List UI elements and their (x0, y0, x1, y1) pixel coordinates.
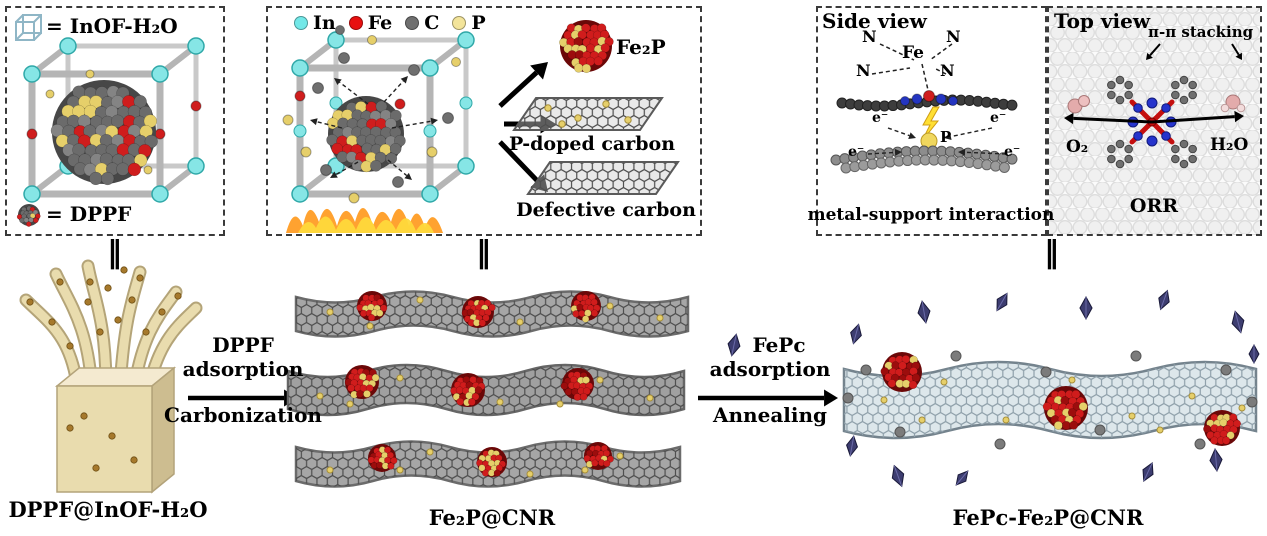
p-doped-carbon-label: P-doped carbon (508, 133, 676, 155)
legend-item-fe: Fe (348, 12, 393, 34)
legend-item-in: In (294, 12, 336, 34)
defective-carbon-label: Defective carbon (516, 199, 696, 221)
metal-support-interaction-label: metal-support interaction (807, 205, 1055, 225)
fepc-crystal (917, 300, 931, 324)
fepc-crystal (1158, 289, 1170, 311)
fepc-crystal (955, 470, 969, 486)
electron-label-1: e⁻ (872, 110, 889, 126)
fe2p-product-particle (559, 20, 614, 74)
fepc-crystal (1248, 343, 1260, 365)
fepc-crystal (850, 323, 862, 345)
electron-label-4: e⁻ (1004, 144, 1021, 160)
fepc-crystal (727, 333, 741, 357)
sideview-box (816, 6, 1047, 236)
step2-annealing-label: Annealing (712, 403, 828, 427)
fepc-crystal (891, 464, 905, 488)
dppf-cluster (50, 80, 158, 186)
equals-connector-2: ‖ (476, 235, 492, 270)
step1-process-label: adsorption (182, 357, 304, 381)
left-structure-label: DPPF@InOF-H₂O (8, 497, 208, 522)
equals-connector-1: ‖ (107, 235, 123, 270)
fe2p-nanoparticle (344, 365, 380, 399)
step1-reagent-label: DPPF (212, 333, 274, 357)
fe2p-nanoparticle (583, 442, 614, 470)
top-view-title: Top view (1054, 9, 1151, 33)
c-atom-icon (405, 16, 420, 30)
fe2p-nanoparticle (356, 291, 388, 322)
orr-label: ORR (1129, 195, 1179, 217)
step2-reagent-label: FePc (752, 333, 806, 357)
fepc-crystal (1079, 295, 1093, 321)
fepc-crystal (996, 292, 1008, 312)
in-atom-icon (294, 16, 308, 30)
legend-item-c: C (405, 12, 439, 34)
p-atom-icon (452, 16, 467, 30)
step1-carbonization-label: Carbonization (164, 403, 322, 427)
equals-connector-3: ‖ (1044, 235, 1060, 270)
fe2p-nanoparticle (1203, 410, 1242, 446)
fe-atom-icon (348, 16, 363, 30)
pi-pi-stacking-label: π-π stacking (1148, 23, 1254, 41)
legend-box-inof (5, 6, 225, 236)
fe2p-nanoparticle (570, 291, 601, 323)
n-label-mid-left: N (856, 61, 871, 80)
fe2p-nanoparticle (476, 447, 507, 477)
step2-process-label: adsorption (709, 357, 831, 381)
atom-legend: In Fe C P (294, 12, 486, 34)
n-label-mid-right: N (940, 61, 955, 80)
fe2p-nanoparticle (461, 296, 496, 328)
inof-legend-label: = InOF-H₂O (46, 14, 178, 38)
dppf-icon (16, 204, 41, 227)
inof-cube-icon (15, 14, 42, 41)
n-label-top-right: N (946, 27, 961, 46)
fe2p-product-label: Fe₂P (616, 35, 666, 59)
legend-item-p: P (452, 12, 486, 34)
defective-carbon-sheet (526, 161, 680, 195)
decomposing-dppf-cluster (326, 96, 406, 173)
fe2p-nanoparticle (367, 444, 398, 472)
topview-box (1047, 6, 1262, 236)
fe2p-nanoparticle (450, 373, 486, 407)
fe2p-nanoparticle (1042, 386, 1088, 430)
fepc-crystal (1231, 310, 1245, 334)
middle-structure-label: Fe₂P@CNR (428, 505, 556, 530)
electron-label-2: e⁻ (848, 144, 865, 160)
c-atom-label: C (424, 12, 440, 34)
dppf-inof-structure (19, 259, 203, 494)
o2-label: O₂ (1066, 137, 1089, 157)
right-structure-label: FePc-Fe₂P@CNR (952, 505, 1144, 530)
fe2p-nanoparticle (880, 352, 922, 392)
fe-center-label: Fe (902, 43, 924, 63)
side-view-title: Side view (822, 9, 927, 33)
h2o-label: H₂O (1210, 135, 1249, 155)
lightning-icon (921, 106, 940, 142)
electron-label-3: e⁻ (990, 110, 1007, 126)
pyrolysis-box (266, 6, 702, 236)
p-atom-label: P (471, 12, 486, 34)
fepc-crystal (1209, 448, 1223, 472)
fepc-crystal (1142, 461, 1154, 483)
fe-atom-label: Fe (367, 12, 393, 34)
fepc-crystal (846, 435, 858, 457)
dppf-legend-label: = DPPF (46, 202, 132, 226)
p-atom-label: P (940, 128, 952, 146)
fe2p-nanoparticle (560, 368, 594, 401)
in-atom-label: In (313, 12, 336, 34)
inof-framework-cube (23, 37, 205, 203)
n-label-top-left: N (862, 27, 877, 46)
